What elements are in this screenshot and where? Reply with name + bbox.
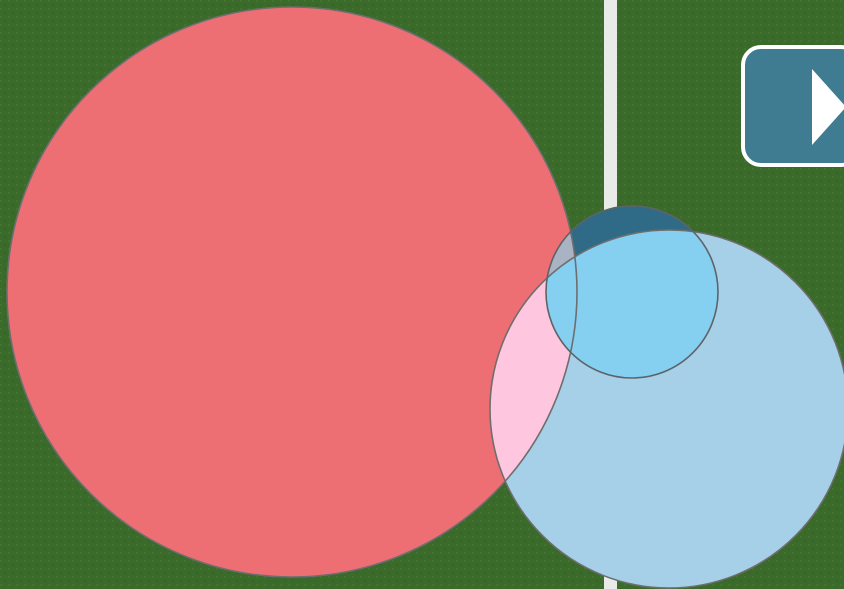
play-button[interactable] bbox=[741, 45, 844, 167]
play-icon bbox=[812, 69, 844, 145]
large-red-circle bbox=[7, 7, 577, 577]
